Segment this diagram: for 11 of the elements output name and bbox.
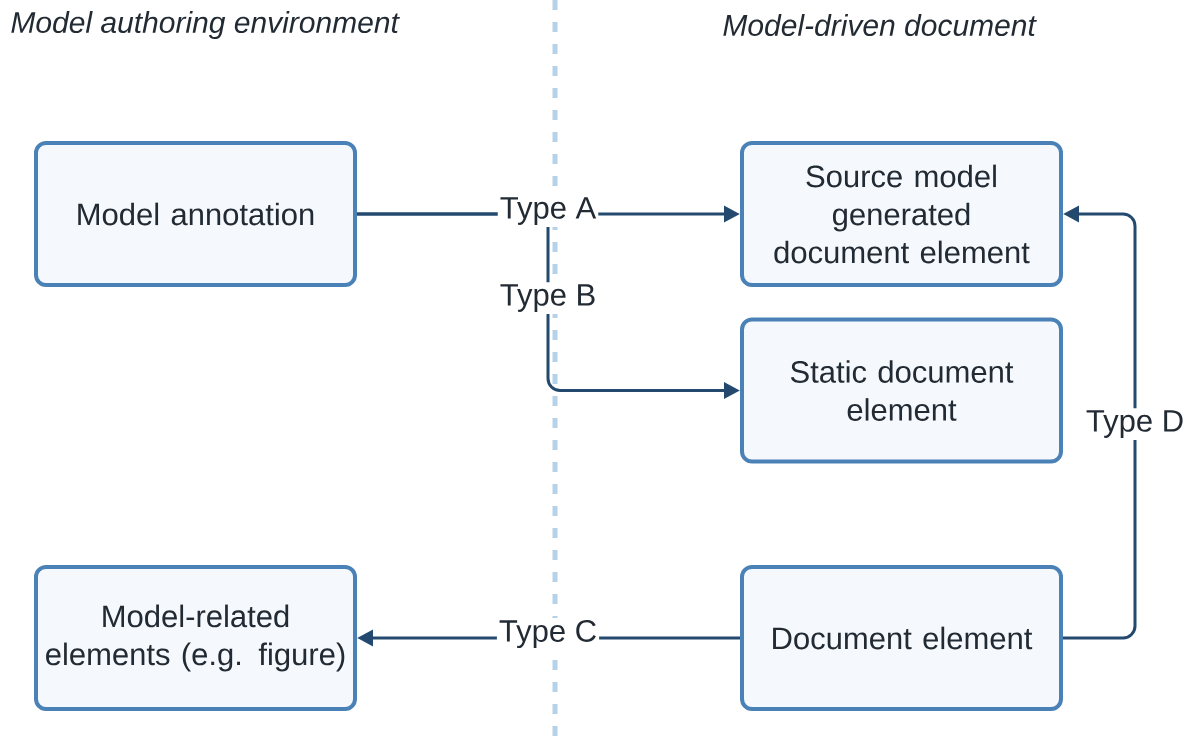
edge-label: Type B [497,282,599,314]
section-heading: Model authoring environment [11,11,400,39]
section-heading: Model-driven document [723,14,1037,37]
edge-label: Type C [496,617,600,651]
edge-label: Type A [497,195,599,227]
edge-label: Type D [1083,408,1187,440]
process-box: Model annotation [34,141,357,287]
process-box: Document element [740,565,1063,711]
process-box: Static document element [740,317,1063,464]
process-box: Source model generated document element [740,141,1063,287]
process-box: Model-related elements (e.g. figure) [34,565,357,711]
